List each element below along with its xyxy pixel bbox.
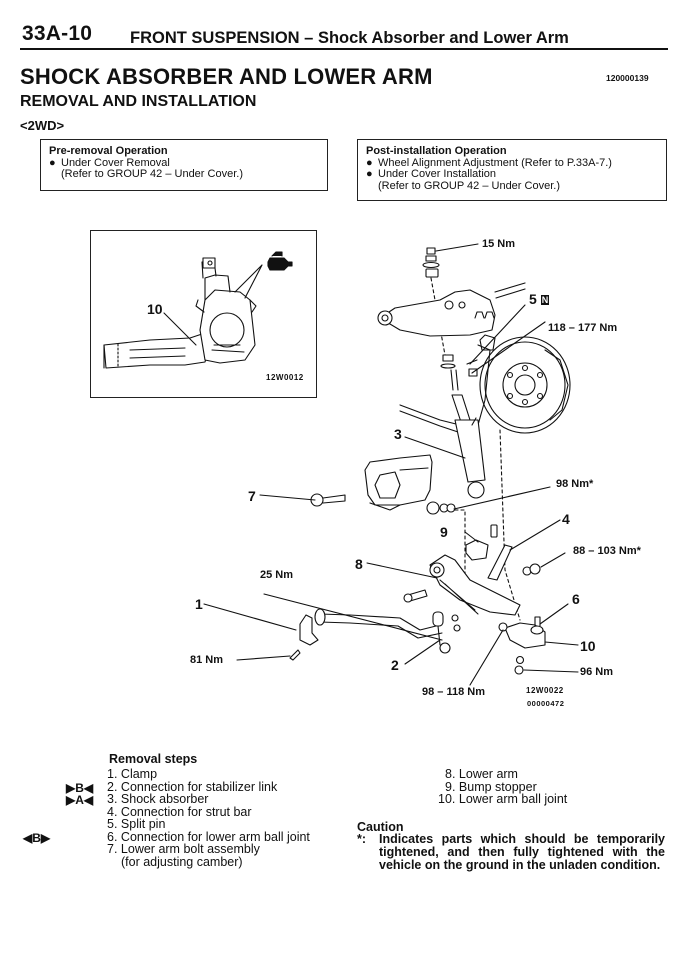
torque-98-118nm: 98 – 118 Nm [422, 686, 485, 698]
page-title: SHOCK ABSORBER AND LOWER ARM [20, 64, 433, 89]
step-item: 7. Lower arm bolt assembly [107, 842, 260, 856]
post-installation-note: (Refer to GROUP 42 – Under Cover.) [378, 179, 560, 192]
removal-steps-right: 8. Lower arm 9. Bump stopper 10. Lower a… [438, 768, 567, 806]
step-item: 10. Lower arm ball joint [438, 792, 568, 806]
callout-7: 7 [248, 488, 256, 504]
callout-3: 3 [394, 426, 402, 442]
torque-81nm: 81 Nm [190, 654, 224, 666]
caution-heading: Caution [357, 820, 404, 834]
callout-10: 10 [580, 638, 596, 654]
header-rule [20, 48, 668, 50]
main-suspension-drawing [203, 243, 579, 686]
post-installation-item: ● Wheel Alignment Adjustment (Refer to P… [366, 156, 612, 169]
inset-callout-10: 10 [147, 301, 163, 317]
variant-label: <2WD> [20, 118, 65, 133]
callout-8: 8 [355, 556, 363, 572]
inset-figure-code: 12W0012 [266, 373, 304, 382]
page-code: 33A-10 [22, 22, 93, 45]
inset-knuckle-drawing [103, 251, 293, 369]
torque-25nm: 25 Nm [260, 569, 294, 581]
callout-6: 6 [572, 591, 580, 607]
step-item: 6. Connection for lower arm ball joint [107, 829, 310, 844]
step-item: 1. Clamp [107, 767, 158, 781]
step-item: 4. Connection for strut bar [107, 804, 252, 819]
step-item: 3. Shock absorber [107, 792, 209, 806]
post-installation-heading: Post-installation Operation [366, 145, 507, 157]
new-part-badge: N [540, 295, 550, 305]
step-item: 8. Lower arm [445, 767, 518, 781]
callout-4: 4 [562, 511, 570, 527]
removal-steps-left: 1. Clamp 2. Connection for stabilizer li… [107, 768, 310, 868]
post-installation-box: Post-installation Operation ● Wheel Alig… [357, 139, 667, 201]
caution-symbol: *: [357, 832, 367, 846]
torque-88-103nm: 88 – 103 Nm* [573, 545, 641, 557]
step-item-note: (for adjusting camber) [121, 854, 243, 869]
service-marker-b-removal: ◀B▶ [23, 831, 51, 845]
removal-steps-heading: Removal steps [109, 752, 198, 766]
callout-1: 1 [195, 596, 203, 612]
section-title: FRONT SUSPENSION – Shock Absorber and Lo… [130, 29, 569, 47]
main-figure-code: 12W0022 [526, 686, 564, 695]
pre-removal-heading: Pre-removal Operation [49, 145, 168, 157]
torque-98nm: 98 Nm* [556, 478, 594, 490]
bullet-icon: ● [366, 168, 373, 180]
document-id: 120000139 [606, 73, 649, 83]
callout-2: 2 [391, 657, 399, 673]
section-subtitle: REMOVAL AND INSTALLATION [20, 93, 257, 110]
bullet-icon: ● [366, 156, 373, 169]
step-item: 5. Split pin [107, 817, 166, 831]
step-item: 9. Bump stopper [445, 779, 537, 794]
caution-note: *: Indicates parts which should be tempo… [357, 833, 665, 872]
grease-gun-icon [266, 250, 267, 251]
torque-96nm: 96 Nm [580, 666, 614, 678]
torque-15nm: 15 Nm [482, 238, 516, 250]
service-marker-a: ▶A◀ [66, 793, 94, 807]
inset-figure-frame [90, 230, 317, 398]
service-marker-b: ▶B◀ [66, 781, 94, 795]
pre-removal-item: ● Under Cover Removal [49, 156, 170, 169]
step-item: 2. Connection for stabilizer link [107, 779, 278, 794]
callout-9: 9 [440, 524, 448, 540]
main-figure-id: 00000472 [527, 699, 565, 708]
pre-removal-box: Pre-removal Operation ● Under Cover Remo… [40, 139, 328, 191]
torque-118-177nm: 118 – 177 Nm [548, 322, 618, 334]
bullet-icon: ● [49, 156, 56, 169]
post-installation-item: ● Under Cover Installation [366, 168, 497, 180]
callout-5: 5 N [529, 291, 550, 307]
pre-removal-note: (Refer to GROUP 42 – Under Cover.) [61, 168, 243, 180]
caution-text: Indicates parts which should be temporar… [379, 832, 665, 872]
